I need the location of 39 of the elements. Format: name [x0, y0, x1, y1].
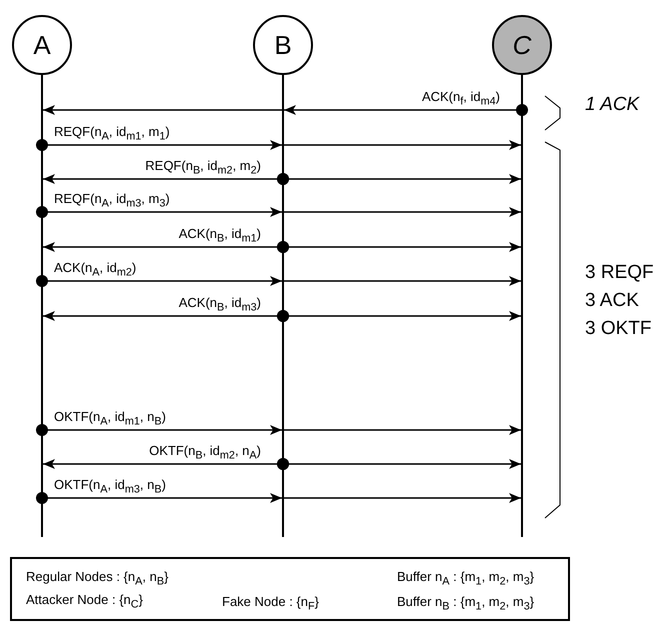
arrow [283, 140, 521, 150]
message-label: OKTF(n$_{B}$, id$_{m2}$, n$_{A}$) [149, 443, 261, 464]
message-label: OKTF(n$_{A}$, id$_{m3}$, n$_{B}$) [54, 477, 166, 498]
legend-text: Buffer n$_{B}$ : {m$_{1}$, m$_{2}$, m$_{3}$} [397, 594, 534, 613]
count-note: 3 OKTF [585, 318, 652, 340]
legend-text: Buffer n$_{A}$ : {m$_{1}$, m$_{2}$, m$_{3}$} [397, 569, 534, 588]
arrow [36, 492, 282, 504]
arrow [277, 310, 521, 322]
count-note: 3 ACK [585, 290, 639, 312]
arrow [277, 173, 521, 185]
message-label: REQF(n$_{B}$, id$_{m2}$, m$_{2}$) [145, 158, 261, 179]
message-label: REQF(n$_{A}$, id$_{m1}$, m$_{1}$) [54, 124, 170, 145]
legend-box [10, 557, 570, 621]
arrow [36, 424, 282, 436]
count-note: 3 REQF [585, 262, 654, 284]
arrow [283, 276, 521, 286]
legend-text: Fake Node : {n$_{F}$} [222, 594, 319, 613]
arrow [43, 105, 283, 115]
legend-text: Attacker Node : {n$_{C}$} [26, 592, 143, 611]
arrow [36, 206, 282, 218]
node-label: B [274, 30, 292, 60]
legend-text: Regular Nodes : {n$_{A}$, n$_{B}$} [26, 569, 168, 588]
arrow [36, 275, 282, 287]
arrow [277, 241, 521, 253]
arrow [284, 104, 528, 116]
node-label: A [33, 30, 51, 60]
arrow [36, 139, 282, 151]
node-label: C [512, 30, 532, 60]
message-label: ACK(n$_{f}$, id$_{m4}$) [422, 89, 500, 110]
arrow [277, 458, 521, 470]
count-note: 1 ACK [585, 94, 640, 116]
message-label: ACK(n$_{B}$, id$_{m3}$) [178, 295, 261, 316]
message-label: OKTF(n$_{A}$, id$_{m1}$, n$_{B}$) [54, 409, 166, 430]
arrow [283, 207, 521, 217]
message-label: REQF(n$_{A}$, id$_{m3}$, m$_{3}$) [54, 191, 170, 212]
arrow [283, 493, 521, 503]
arrow [283, 425, 521, 435]
message-label: ACK(n$_{A}$, id$_{m2}$) [54, 260, 136, 281]
message-label: ACK(n$_{B}$, id$_{m1}$) [178, 226, 261, 247]
